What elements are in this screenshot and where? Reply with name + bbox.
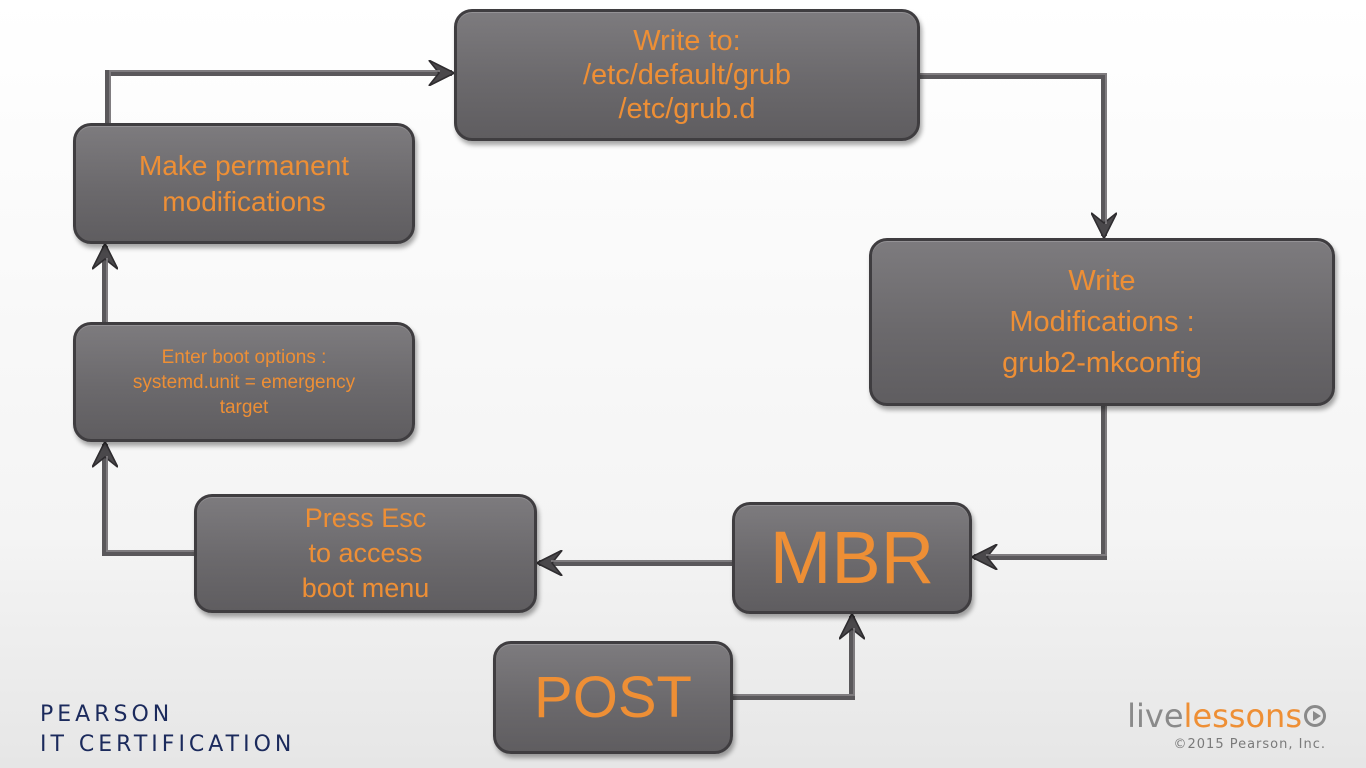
box-post: POST	[493, 641, 733, 754]
box-write-to: Write to: /etc/default/grub /etc/grub.d	[454, 9, 920, 141]
make-permanent-line-2: modifications	[162, 185, 326, 217]
arrow-post-to-mbr	[733, 616, 852, 700]
press-esc-line-3: boot menu	[301, 573, 430, 603]
box-make-permanent-modifications: Make permanent modifications	[73, 123, 415, 244]
enter-boot-line-1: Enter boot options :	[161, 346, 327, 368]
enter-boot-line-3: target	[219, 396, 269, 418]
mbr-label: MBR	[769, 516, 935, 599]
livelessons-live-text: live	[1127, 697, 1184, 735]
box-mbr: MBR	[732, 502, 972, 614]
make-permanent-line-1: Make permanent	[138, 149, 350, 181]
write-mod-line-2: Modifications :	[1009, 305, 1195, 338]
arrow-writemod-to-mbr	[974, 406, 1107, 557]
write-to-line-1: Write to:	[633, 25, 741, 57]
post-label: POST	[534, 664, 692, 730]
arrow-permanent-to-writeto	[105, 73, 452, 123]
pearson-logo-line-1: PEARSON	[40, 702, 174, 727]
write-to-line-3: /etc/grub.d	[618, 93, 756, 125]
arrow-writeto-to-writemod	[920, 73, 1104, 236]
box-enter-boot-options: Enter boot options : systemd.unit = emer…	[73, 322, 415, 442]
pearson-logo-line-2: IT CERTIFICATION	[40, 732, 296, 757]
press-esc-line-1: Press Esc	[304, 503, 427, 533]
write-mod-line-3: grub2-mkconfig	[1002, 346, 1202, 379]
play-icon	[1304, 705, 1326, 727]
box-press-esc: Press Esc to access boot menu	[194, 494, 537, 613]
write-to-line-2: /etc/default/grub	[583, 59, 791, 91]
livelessons-lessons-text: lessons	[1183, 697, 1302, 735]
pearson-logo: PEARSON IT CERTIFICATION	[40, 700, 295, 760]
write-mod-line-1: Write	[1068, 264, 1136, 297]
copyright-text: ©2015 Pearson, Inc.	[1173, 737, 1326, 752]
enter-boot-line-2: systemd.unit = emergency	[132, 371, 356, 393]
press-esc-line-2: to access	[308, 538, 423, 568]
arrow-pressesc-to-enterboot	[105, 444, 194, 556]
box-write-modifications: Write Modifications : grub2-mkconfig	[869, 238, 1335, 406]
